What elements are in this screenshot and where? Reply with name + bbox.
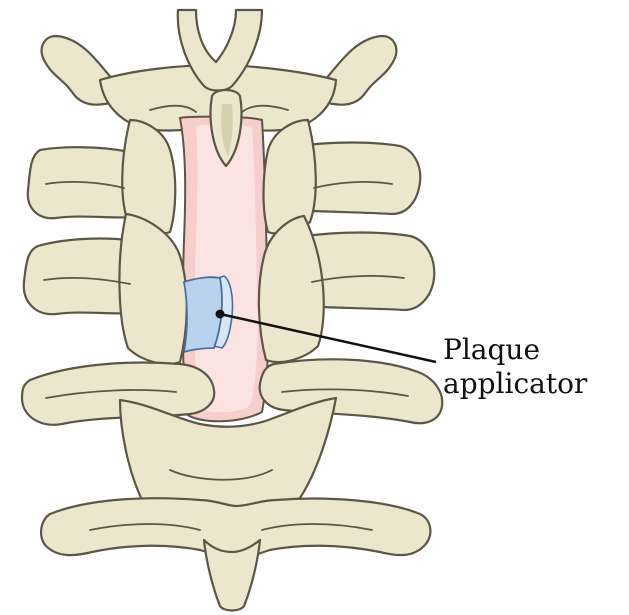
leader-dot (216, 310, 225, 319)
vertebra-base (41, 498, 430, 610)
label-line-2: applicator (443, 368, 587, 400)
label-line-1: Plaque (443, 334, 540, 366)
